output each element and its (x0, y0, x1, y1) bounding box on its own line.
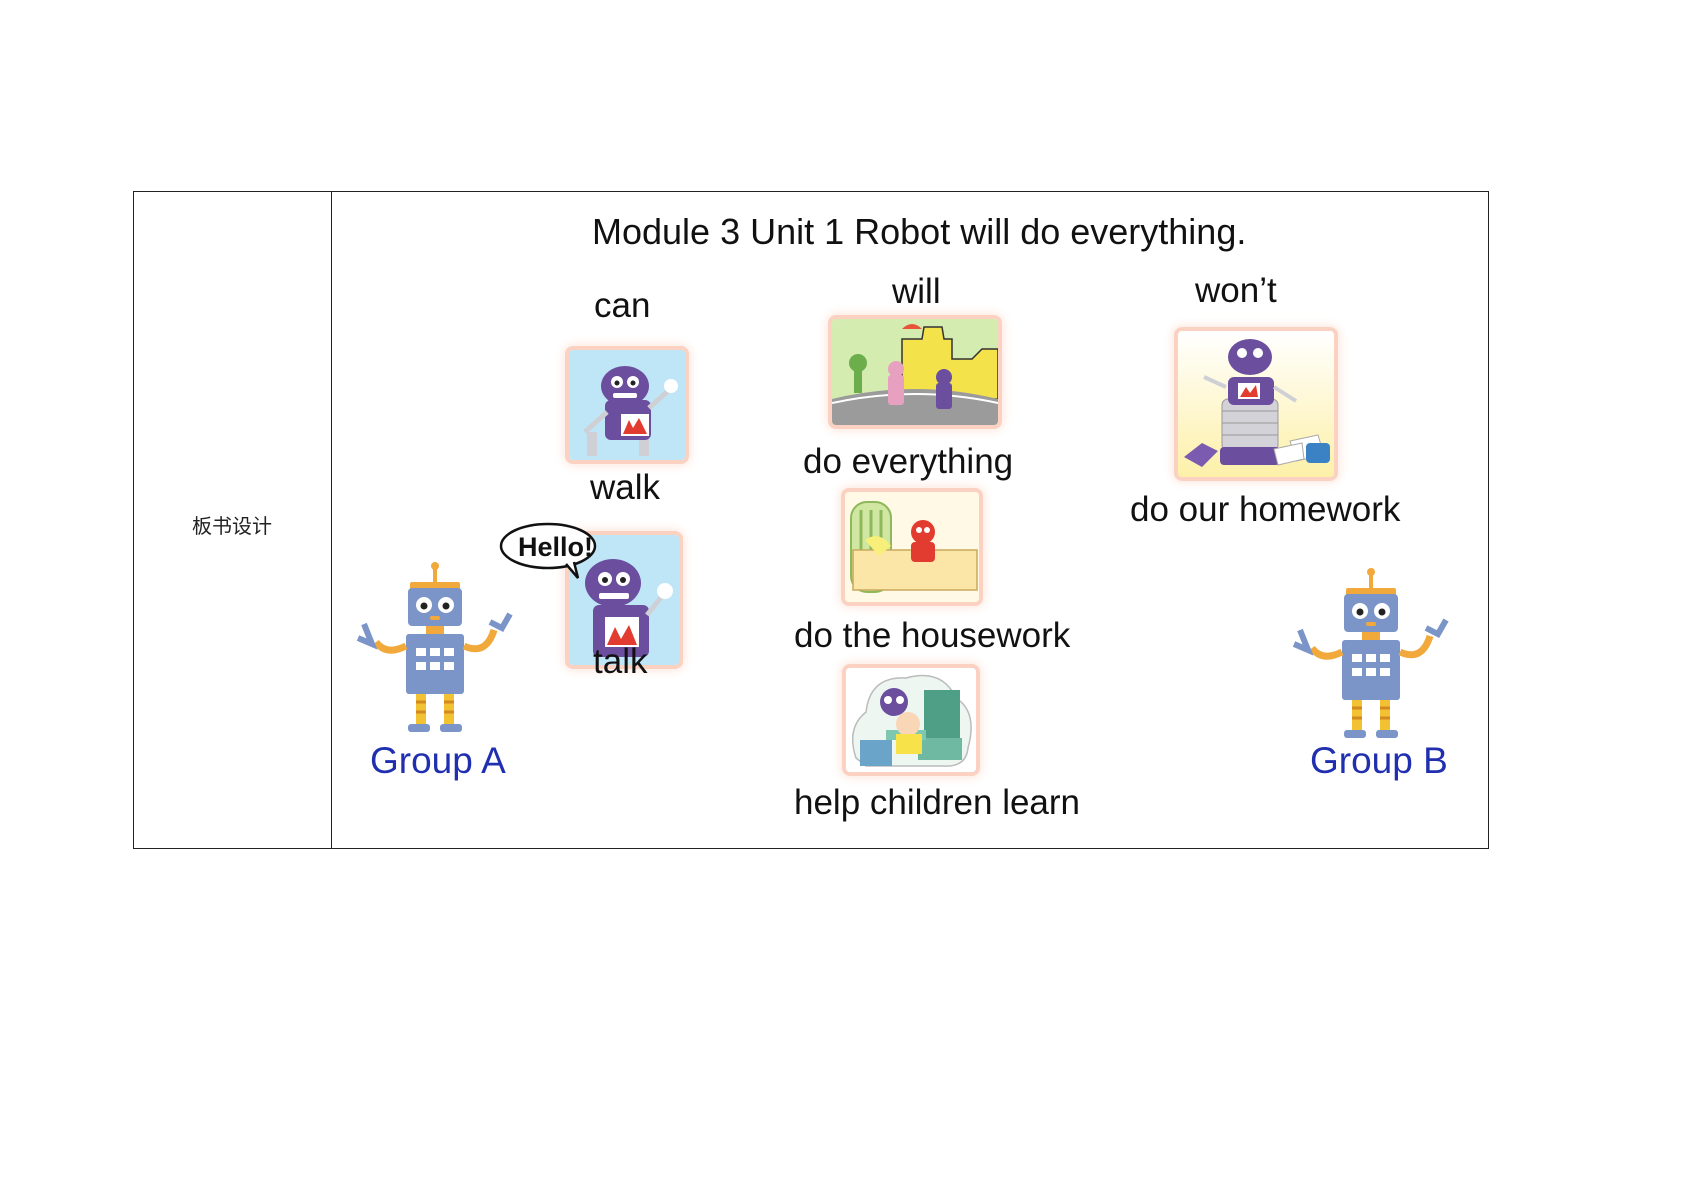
will-item-help-children-learn: help children learn (794, 783, 1081, 822)
will-item-do-everything: do everything (803, 442, 1014, 481)
wont-item-do-our-homework: do our homework (1130, 490, 1401, 529)
robot-help-learn-picture (846, 668, 976, 772)
board-design-label: 板书设计 (192, 514, 272, 538)
robot-walk-illustration (569, 350, 685, 460)
can-item-talk: talk (593, 642, 648, 681)
robot-homework-picture (1178, 331, 1334, 477)
group-b-label: Group B (1310, 740, 1448, 781)
robot-talk-picture (569, 535, 679, 665)
hello-text: Hello! (518, 532, 594, 562)
hello-speech-bubble: Hello! (499, 522, 600, 579)
group-b-robot-mascot (1286, 566, 1456, 741)
robot-city-illustration (832, 319, 998, 425)
robot-help-learn-illustration (846, 668, 976, 772)
robot-mascot-icon (356, 562, 513, 732)
board-design-table: 板书设计 Module 3 Unit 1 Robot will do every… (133, 191, 1489, 849)
robot-city-picture (832, 319, 998, 425)
robot-housework-illustration (845, 492, 979, 602)
robot-walk-picture (569, 350, 685, 460)
content-cell: Module 3 Unit 1 Robot will do everything… (332, 192, 1488, 848)
speech-bubble-icon (499, 522, 597, 579)
heading-wont: won’t (1195, 271, 1277, 310)
lesson-title: Module 3 Unit 1 Robot will do everything… (592, 211, 1247, 252)
will-item-do-the-housework: do the housework (794, 616, 1071, 655)
robot-housework-picture (845, 492, 979, 602)
heading-will: will (892, 272, 941, 311)
robot-talk-illustration (569, 535, 679, 665)
heading-can: can (594, 286, 651, 325)
can-item-walk: walk (590, 468, 661, 507)
group-a-robot-mascot (350, 560, 520, 735)
group-a-label: Group A (370, 740, 506, 781)
label-cell: 板书设计 (134, 192, 332, 848)
robot-mascot-icon (1292, 568, 1449, 738)
robot-homework-illustration (1178, 331, 1334, 477)
